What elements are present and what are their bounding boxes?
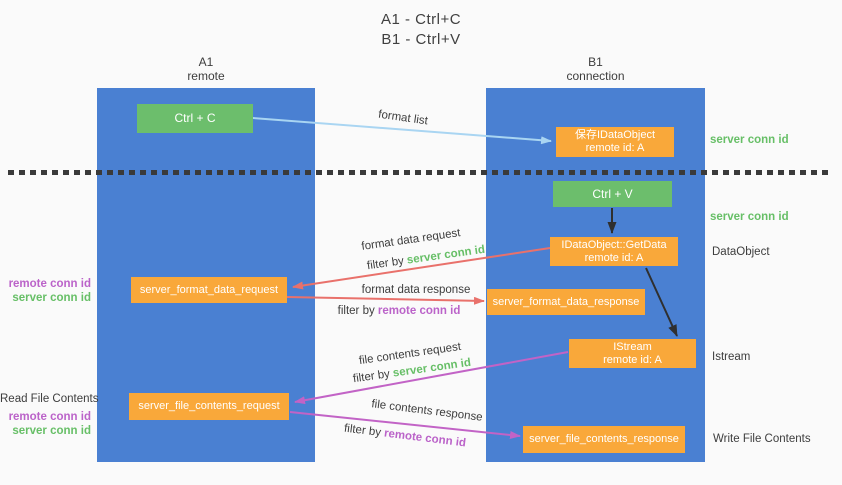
label-server-conn-id-right-2: server conn id	[710, 211, 789, 223]
lane-a1-subtitle: remote	[187, 69, 225, 83]
lane-b1-subtitle: connection	[566, 69, 625, 83]
node-save-idataobject-line2: remote id: A	[585, 142, 645, 154]
node-server-format-data-request-label: server_format_data_request	[139, 283, 279, 296]
lane-a1-name: A1	[198, 55, 214, 69]
node-idataobject-getdata-line1: IDataObject::GetData	[561, 238, 667, 251]
label-dataobject: DataObject	[712, 246, 770, 258]
label-write-file-contents: Write File Contents	[713, 433, 811, 445]
node-idataobject-getdata: IDataObject::GetData remote id: A	[550, 237, 678, 266]
node-save-idataobject: 保存IDataObject remote id: A	[556, 127, 674, 157]
label-server-conn-id-left-2: server conn id	[12, 425, 91, 437]
filter-by-prefix: filter by	[343, 422, 385, 440]
label-read-file-contents: Read File Contents	[0, 393, 99, 405]
title-line-1: A1 - Ctrl+C	[380, 11, 462, 28]
flow-label-file-contents-response: file contents response	[370, 398, 484, 424]
flow-label-filter-remote-2: filter by remote conn id	[343, 423, 466, 450]
flow-label-filter-remote-1: filter by remote conn id	[338, 305, 461, 317]
lane-b1-name: B1	[588, 55, 603, 69]
lane-header-a1: A1 remote	[97, 55, 315, 83]
label-istream: Istream	[712, 351, 751, 363]
arrow-format-data-response	[286, 296, 485, 305]
label-server-conn-id-right-1: server conn id	[710, 134, 789, 146]
flow-label-format-list: format list	[377, 108, 429, 128]
filter-by-prefix: filter by	[337, 305, 378, 317]
filter-server-conn-id: server conn id	[406, 243, 486, 267]
flow-label-format-data-response: format data response	[361, 284, 471, 296]
session-divider-dotted-line	[8, 170, 830, 175]
filter-remote-conn-id: remote conn id	[377, 305, 461, 317]
label-server-conn-id-left-1: server conn id	[12, 292, 91, 304]
node-ctrl-c: Ctrl + C	[137, 104, 253, 133]
filter-remote-conn-id: remote conn id	[383, 427, 467, 450]
node-server-file-contents-response: server_file_contents_response	[523, 426, 685, 453]
node-ctrl-v-label: Ctrl + V	[592, 186, 633, 201]
filter-by-prefix: filter by	[352, 367, 394, 386]
lane-header-b1: B1 connection	[486, 55, 705, 83]
node-server-file-contents-request: server_file_contents_request	[129, 393, 289, 420]
filter-by-prefix: filter by	[366, 254, 408, 273]
node-istream-line2: remote id: A	[603, 353, 662, 366]
node-idataobject-getdata-line2: remote id: A	[584, 251, 644, 264]
node-server-format-data-response: server_format_data_response	[487, 289, 645, 315]
node-ctrl-v: Ctrl + V	[553, 181, 672, 207]
node-server-file-contents-request-label: server_file_contents_request	[138, 400, 280, 412]
label-remote-conn-id-left-1: remote conn id	[8, 278, 91, 290]
node-ctrl-c-label: Ctrl + C	[174, 111, 216, 125]
node-save-idataobject-line1: 保存IDataObject	[574, 129, 656, 141]
node-server-format-data-request: server_format_data_request	[131, 277, 287, 303]
node-istream: IStream remote id: A	[569, 339, 696, 368]
label-remote-conn-id-left-2: remote conn id	[8, 411, 91, 423]
node-server-format-data-response-label: server_format_data_response	[492, 295, 640, 308]
node-istream-line1: IStream	[613, 340, 652, 353]
node-server-file-contents-response-label: server_file_contents_response	[529, 433, 679, 445]
diagram-title: A1 - Ctrl+C B1 - Ctrl+V	[0, 10, 842, 50]
title-line-2: B1 - Ctrl+V	[381, 31, 461, 48]
